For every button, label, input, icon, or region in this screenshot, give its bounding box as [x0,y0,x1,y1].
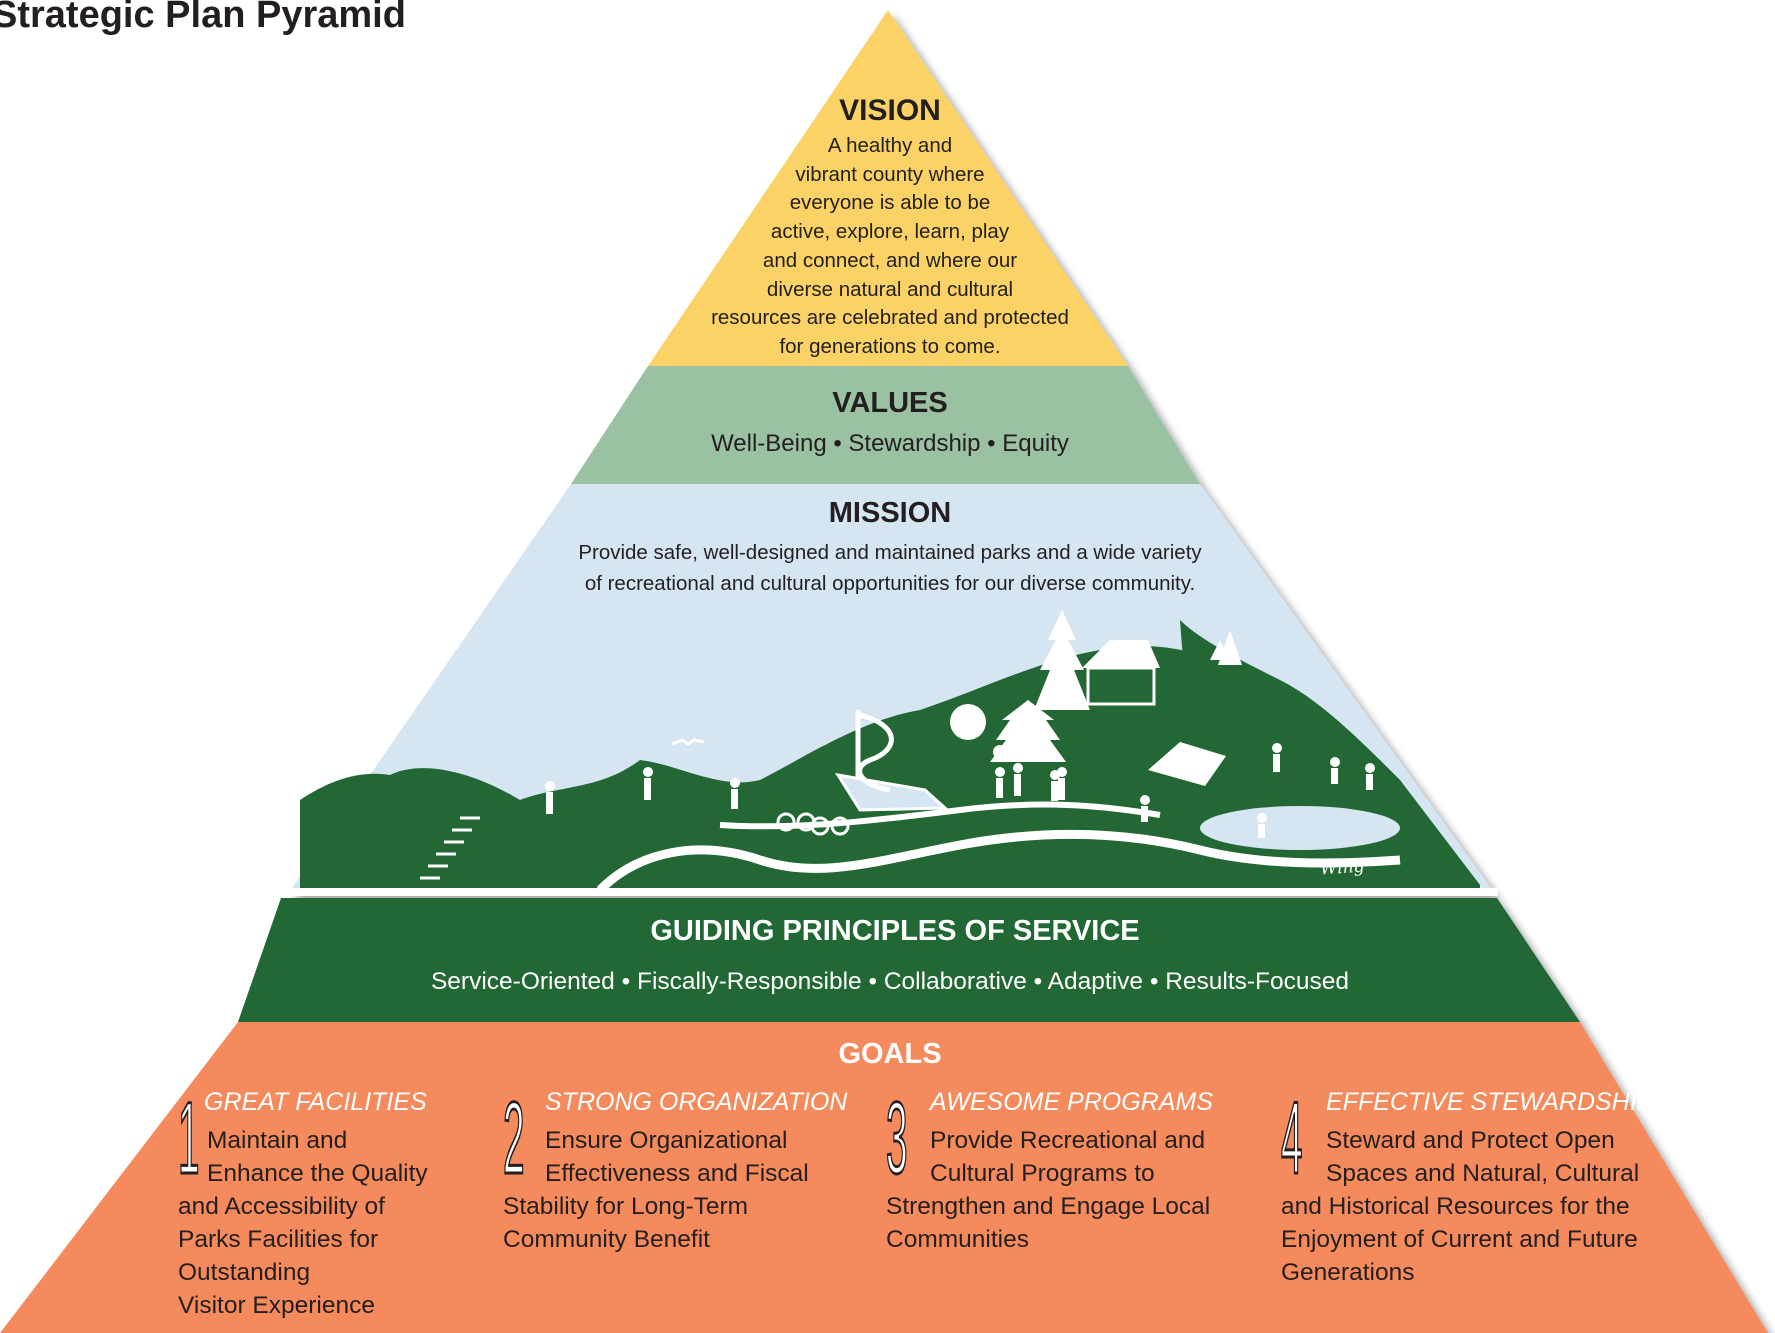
vision-line: diverse natural and cultural [766,277,1014,301]
goal-line: Enhance the Quality [207,1160,428,1187]
goal-line: Community Benefit [503,1226,710,1253]
goal-description: Steward and Protect Open Spaces and Natu… [1281,1124,1681,1289]
goals-tier [0,1022,1768,1333]
goal-description: Provide Recreational and Cultural Progra… [886,1124,1246,1256]
vision-statement: A healthy and vibrant county where every… [640,132,1140,362]
goal-line: Stability for Long-Term [503,1193,749,1220]
water-slide [855,710,894,793]
sun [993,745,1007,759]
vision-heading: VISION [839,94,941,127]
guiding-principles-list: Service-Oriented • Fiscally-Responsible … [430,968,1350,995]
goal-line: Visitor Experience [178,1292,376,1319]
vision-line: vibrant county where [795,162,985,186]
goal-line: Communities [886,1226,1029,1253]
mission-heading: MISSION [828,497,952,529]
goal-line: Steward and Protect Open [1326,1127,1615,1154]
vision-line: for generations to come. [779,334,1001,358]
trail-path [596,829,1401,894]
goal-line: Maintain and [207,1127,348,1154]
vision-line: active, explore, learn, play [770,220,1010,244]
goals-heading: GOALS [838,1038,942,1070]
page-title: Strategic Plan Pyramid [0,0,406,36]
vision-line: and connect, and where our [762,248,1018,272]
goal-title: GREAT FACILITIES [204,1088,427,1116]
mission-statement: Provide safe, well-designed and maintain… [520,538,1260,599]
pine-trees [990,610,1242,762]
goal-number: 4 [1280,1081,1303,1195]
goal-title: AWESOME PROGRAMS [930,1088,1213,1116]
hillside-shape [300,646,1480,893]
goal-line: Outstanding [178,1259,311,1286]
goal-line: and Accessibility of [178,1193,385,1220]
goal-line: Parks Facilities for [178,1226,379,1253]
pond [1200,806,1400,850]
goal-description: Maintain and Enhance the Quality and Acc… [178,1124,478,1322]
values-tier [571,366,1200,484]
mission-line: Provide safe, well-designed and maintain… [578,541,1202,564]
park-landscape-illustration [300,610,1480,894]
covered-bridge [1082,640,1160,706]
pool [834,772,949,812]
goal-line: Strengthen and Engage Local [886,1193,1211,1220]
goal-line: Spaces and Natural, Cultural [1326,1160,1640,1187]
stairs [420,816,480,880]
bird [671,738,705,746]
goal-number: 1 [177,1081,200,1195]
guiding-principles-tier [238,898,1580,1022]
values-list: Well-Being • Stewardship • Equity [711,430,1069,457]
goal-line: Enjoyment of Current and Future [1281,1226,1638,1253]
artist-signature: Wing [1319,856,1366,880]
guiding-principles-heading: GUIDING PRINCIPLES OF SERVICE [650,915,1140,947]
goal-title: STRONG ORGANIZATION [545,1088,848,1116]
goal-line: Cultural Programs to [930,1160,1155,1187]
goal-title: EFFECTIVE STEWARDSHIP [1326,1088,1654,1116]
divider-band [286,888,1498,896]
goal-line: Effectiveness and Fiscal [545,1160,809,1187]
goal-description: Ensure Organizational Effectiveness and … [503,1124,843,1256]
goal-line: Generations [1281,1259,1415,1286]
goal-number: 2 [502,1081,525,1195]
vision-line: resources are celebrated and protected [711,306,1069,330]
goal-line: Ensure Organizational [545,1127,788,1154]
goal-line: and Historical Resources for the [1281,1193,1630,1220]
vision-tier [648,10,1128,366]
balloon [950,704,986,740]
vision-line: A healthy and [827,134,953,157]
vision-line: everyone is able to be [789,191,991,215]
values-heading: VALUES [832,387,948,419]
tent [1148,742,1226,786]
bicycles [776,812,850,836]
mission-line: of recreational and cultural opportuniti… [584,571,1196,595]
goal-number: 3 [885,1081,908,1195]
park-visitors [545,743,1375,838]
goal-line: Provide Recreational and [930,1127,1206,1154]
